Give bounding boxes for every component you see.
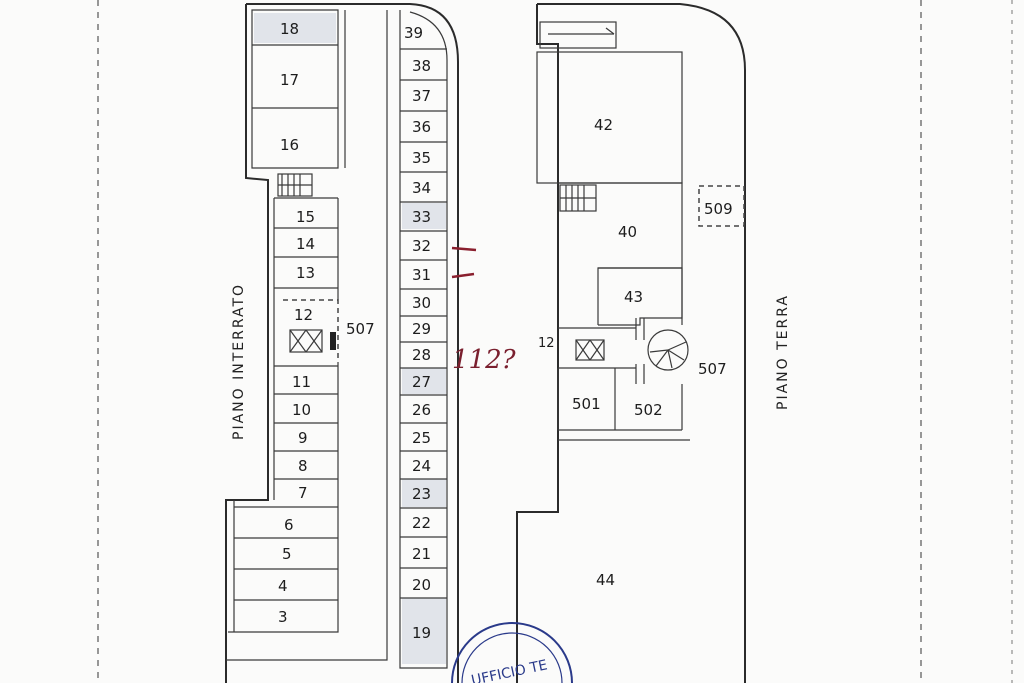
- unit-label: 36: [412, 118, 431, 136]
- unit-label: 20: [412, 576, 431, 594]
- basement-stair-icon: [277, 173, 313, 197]
- unit-label: 17: [280, 71, 299, 89]
- unit-label: 30: [412, 294, 431, 312]
- red-mark-2: [451, 272, 475, 279]
- unit-label: 11: [292, 373, 311, 391]
- unit-18-shade: [254, 13, 336, 43]
- unit-label: 6: [284, 516, 294, 534]
- right-unit-dividers: [400, 48, 447, 599]
- ground-floor-label: PIANO TERRA: [775, 294, 791, 410]
- stamp-text: UFFICIO TE: [470, 657, 549, 683]
- unit-label: 14: [296, 235, 315, 253]
- unit-19-shade: [402, 598, 446, 664]
- unit-label: 34: [412, 179, 431, 197]
- unit-label: 31: [412, 266, 431, 284]
- unit-label: 4: [278, 577, 288, 595]
- unit-label: 19: [412, 624, 431, 642]
- unit-label: 501: [572, 395, 601, 413]
- left-unit-dividers: [234, 44, 338, 601]
- basement-right-units-frame: [399, 10, 448, 669]
- unit-label: 12: [294, 306, 313, 324]
- unit-label: 509: [704, 200, 733, 218]
- unit-label: 21: [412, 545, 431, 563]
- unit-label: 16: [280, 136, 299, 154]
- unit-label: 8: [298, 457, 308, 475]
- unit-label: 24: [412, 457, 431, 475]
- ground-outer-wall: [516, 3, 746, 683]
- unit-label: 28: [412, 346, 431, 364]
- unit-label: 23: [412, 485, 431, 503]
- unit-23-shade: [402, 479, 446, 507]
- ground-labels: 42 40 509 43 12 507 501 502 44: [538, 116, 733, 589]
- unit-label: 10: [292, 401, 311, 419]
- unit-33-shade: [402, 203, 446, 229]
- unit-label: 15: [296, 208, 315, 226]
- basement-corridor-right-wall: [226, 10, 388, 661]
- office-stamp: UFFICIO TE: [451, 622, 573, 683]
- unit-label: 9: [298, 429, 308, 447]
- ground-stair-icon: [559, 184, 597, 212]
- ground-lift-icon: [575, 339, 605, 361]
- unit-label: 26: [412, 401, 431, 419]
- basement-floor-label: PIANO INTERRATO: [231, 283, 247, 440]
- unit-label: 38: [412, 57, 431, 75]
- entrance-ramp: [539, 21, 617, 49]
- unit-label: 507: [698, 360, 727, 378]
- unit-40-outline: [558, 182, 683, 325]
- basement-outer-wall: [225, 3, 459, 683]
- unit-label: 7: [298, 484, 308, 502]
- unit-label: 39: [404, 24, 423, 42]
- unit-27-shade: [402, 368, 446, 394]
- basement-left-labels: 18 17 16 15 14 13 12 11 10 9 8 7 6 5 4 3: [278, 20, 315, 626]
- spiral-stair-icon: [647, 329, 689, 371]
- basement-corridor-label: 507: [346, 320, 375, 338]
- unit-label: 27: [412, 373, 431, 391]
- basement-right-labels: 39 38 37 36 35 34 33 32 31 30 29 28 27 2…: [404, 24, 431, 642]
- basement-plan: [225, 3, 459, 683]
- unit-509-outline: [698, 185, 745, 227]
- basement-unit-12-dashed: [283, 299, 339, 362]
- red-mark-1: [451, 246, 477, 252]
- basement-left-units-frame: [233, 9, 339, 632]
- unit-label: 12: [538, 336, 555, 351]
- ramp-arrow-head: [605, 27, 615, 35]
- ground-plan: [516, 3, 746, 683]
- unit-label: 13: [296, 264, 315, 282]
- unit-label: 37: [412, 87, 431, 105]
- unit-label: 43: [624, 288, 643, 306]
- unit-label: 502: [634, 401, 663, 419]
- unit-43-outline: [598, 267, 683, 326]
- unit-label: 22: [412, 514, 431, 532]
- core-walls: [558, 318, 645, 384]
- unit-label: 35: [412, 149, 431, 167]
- unit-label: 40: [618, 223, 637, 241]
- unit-label: 42: [594, 116, 613, 134]
- unit-label: 5: [282, 545, 292, 563]
- unit-label: 32: [412, 237, 431, 255]
- unit-label: 3: [278, 608, 288, 626]
- unit-label: 33: [412, 208, 431, 226]
- basement-lift-icon: [289, 329, 336, 353]
- unit-label: 29: [412, 320, 431, 338]
- handwritten-annotation: 112?: [452, 345, 517, 375]
- basement-corridor-left-wall: [228, 10, 346, 633]
- unit-label: 44: [596, 571, 615, 589]
- unit-501-502-outline: [557, 368, 683, 431]
- unit-label: 25: [412, 429, 431, 447]
- unit-label: 18: [280, 20, 299, 38]
